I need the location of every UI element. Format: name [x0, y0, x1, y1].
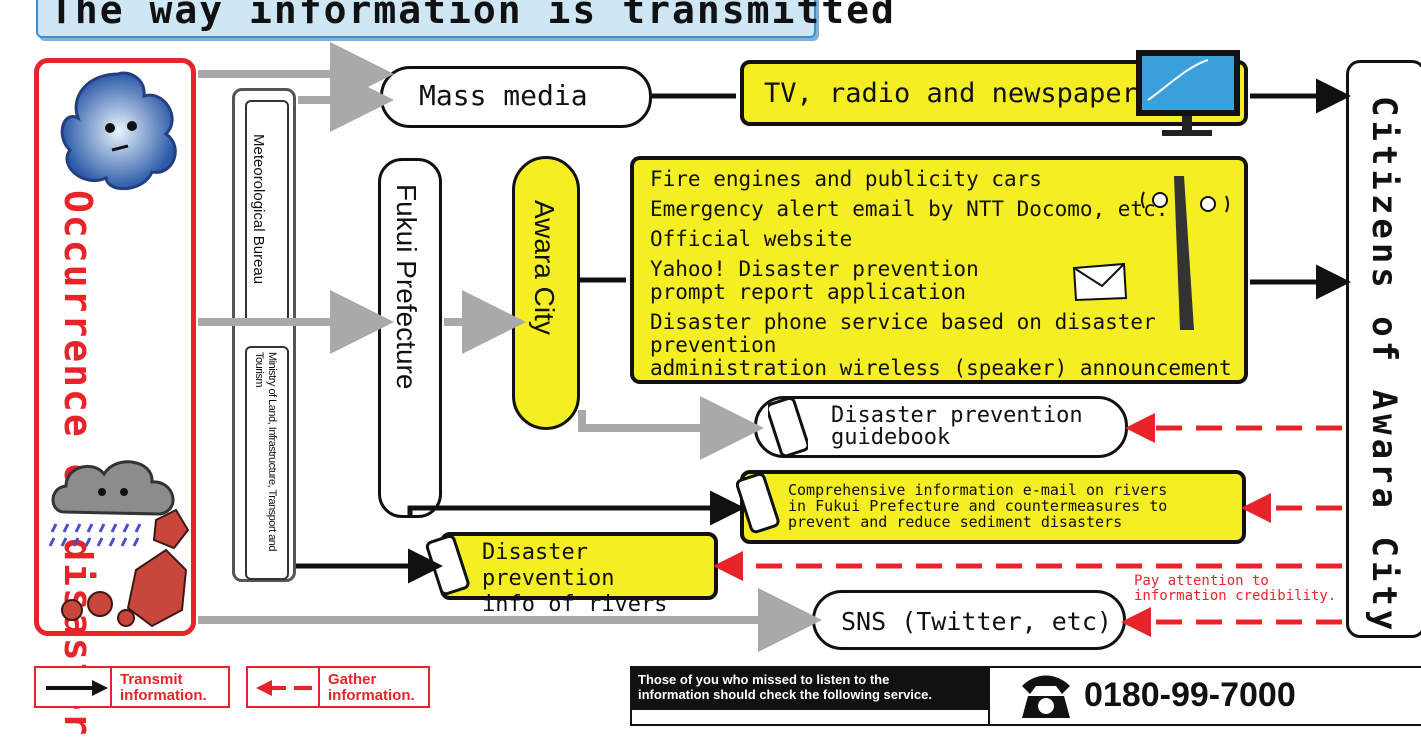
- legend-divider: [318, 668, 320, 706]
- rivers-info-box: Disaster prevention info of rivers: [440, 532, 718, 617]
- mlit-label: Ministry of Land, Infrastructure, Transp…: [253, 352, 278, 552]
- citizens-label: Citizens of Awara City: [1364, 96, 1404, 635]
- legend-transmit: Transmit information.: [34, 666, 230, 708]
- rivers-email-box: Comprehensive information e-mail on rive…: [740, 470, 1246, 544]
- rivers-info-line1: Disaster prevention: [482, 540, 615, 591]
- legend-gather: Gather information.: [246, 666, 430, 708]
- rivers-email-line1: Comprehensive information e-mail on rive…: [788, 481, 1168, 499]
- channel-emergency-email: Emergency alert email by NTT Docomo, etc…: [650, 197, 1169, 221]
- fukui-prefecture-label: Fukui Prefecture: [391, 184, 422, 390]
- envelope-icon: [1072, 262, 1128, 302]
- channel-yahoo-line1: Yahoo! Disaster prevention: [650, 257, 979, 281]
- telephone-icon: [1022, 675, 1070, 718]
- mlit-box: [245, 346, 289, 580]
- sns-box: SNS (Twitter, etc): [812, 590, 1126, 650]
- rivers-email-line3: prevent and reduce sediment disasters: [788, 513, 1123, 531]
- guidebook-line2: guidebook: [831, 425, 951, 450]
- guidebook-line1: Disaster prevention: [831, 403, 1083, 428]
- city-channels-box: Fire engines and publicity cars Emergenc…: [630, 156, 1248, 384]
- title-banner: [36, 0, 816, 38]
- legend-gather-label: Gather information.: [328, 671, 415, 704]
- legend-divider: [110, 668, 112, 706]
- service-notice-line2: information should check the following s…: [638, 687, 932, 702]
- channel-fire-engines: Fire engines and publicity cars: [650, 167, 1042, 191]
- rockfall-icon: [61, 508, 190, 628]
- meteorological-bureau-label: Meteorological Bureau: [250, 134, 267, 285]
- citizens-box: [1346, 60, 1421, 638]
- arrow-city-to-guidebook: [578, 396, 764, 460]
- service-notice: Those of you who missed to listen to the…: [630, 666, 988, 710]
- service-phone-number: 0180-99-7000: [1084, 676, 1296, 714]
- guidebook-box: Disaster prevention guidebook: [754, 396, 1128, 458]
- legend-transmit-label: Transmit information.: [120, 671, 207, 704]
- mass-media-box: Mass media: [380, 66, 652, 128]
- legend-transmit-arrow: [46, 680, 108, 696]
- tv-radio-label: TV, radio and newspapers: [764, 78, 1155, 109]
- arrow-prefecture-to-email: [407, 490, 745, 526]
- credibility-note-line2: information credibility.: [1134, 588, 1337, 604]
- rivers-email-line2: in Fukui Prefecture and countermeasures …: [788, 497, 1168, 515]
- awara-city-label: Awara City: [529, 200, 560, 335]
- credibility-note: Pay attention to information credibility…: [1134, 574, 1336, 604]
- channel-phone-line1: Disaster phone service based on disaster…: [650, 310, 1156, 357]
- service-notice-line1: Those of you who missed to listen to the: [638, 672, 890, 687]
- smartphone-icon: [768, 398, 808, 458]
- page-title: The way information is transmitted: [50, 0, 896, 32]
- credibility-note-line1: Pay attention to: [1134, 573, 1269, 589]
- tv-icon: [1136, 50, 1240, 136]
- service-divider: [988, 666, 990, 726]
- channel-official-website: Official website: [650, 227, 853, 251]
- rivers-info-line2: info of rivers: [482, 592, 668, 617]
- storm-cloud-icon: [48, 460, 175, 547]
- meteorological-bureau-box: [245, 100, 289, 326]
- disaster-source-label: Occurrence of disaster: [56, 190, 100, 737]
- flow-arrows: [198, 42, 1351, 652]
- channel-phone-line2: administration wireless (speaker) announ…: [650, 356, 1232, 380]
- channel-yahoo-line2: prompt report application: [650, 280, 967, 304]
- legend-gather-arrow: [256, 680, 312, 696]
- loudspeaker-pole-icon: [1141, 176, 1229, 330]
- typhoon-icon: [60, 71, 177, 191]
